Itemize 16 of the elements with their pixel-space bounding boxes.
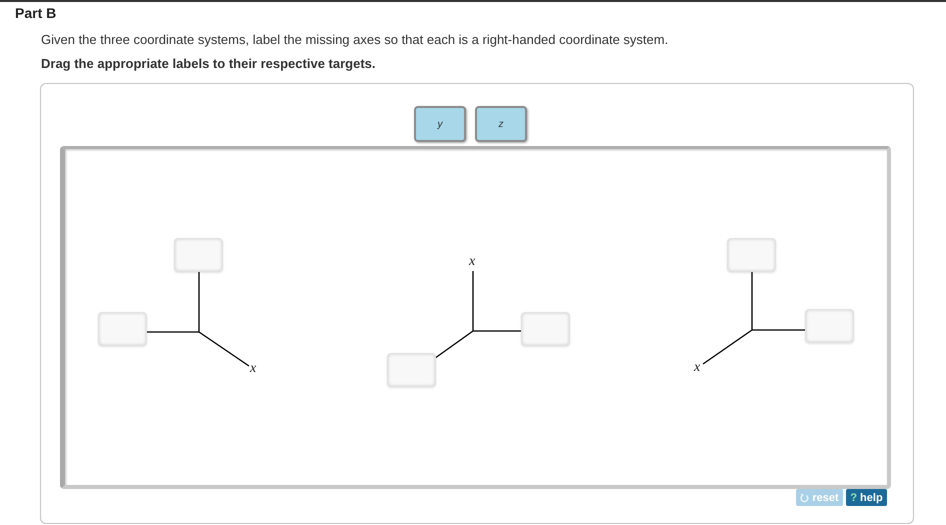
axis-label: x [250, 362, 256, 376]
instruction-text: Given the three coordinate systems, label the missing axes so that each is a right-handed coordinate system. [41, 32, 668, 48]
draggable-label: y [414, 106, 466, 142]
heading: Part B [15, 5, 56, 21]
drop-target [521, 312, 570, 346]
instruction-text: Drag the appropriate labels to their respective targets. [41, 56, 376, 72]
help-button: ? help [846, 489, 887, 506]
drop-target [98, 312, 147, 346]
axis-label: x [469, 255, 476, 269]
drop-target [727, 238, 776, 272]
drop-target [174, 238, 223, 272]
drop-target [805, 309, 854, 343]
axis-label: x [694, 361, 700, 375]
drop-target [387, 353, 436, 387]
reset-button: reset [796, 489, 843, 506]
draggable-label: z [475, 106, 527, 142]
